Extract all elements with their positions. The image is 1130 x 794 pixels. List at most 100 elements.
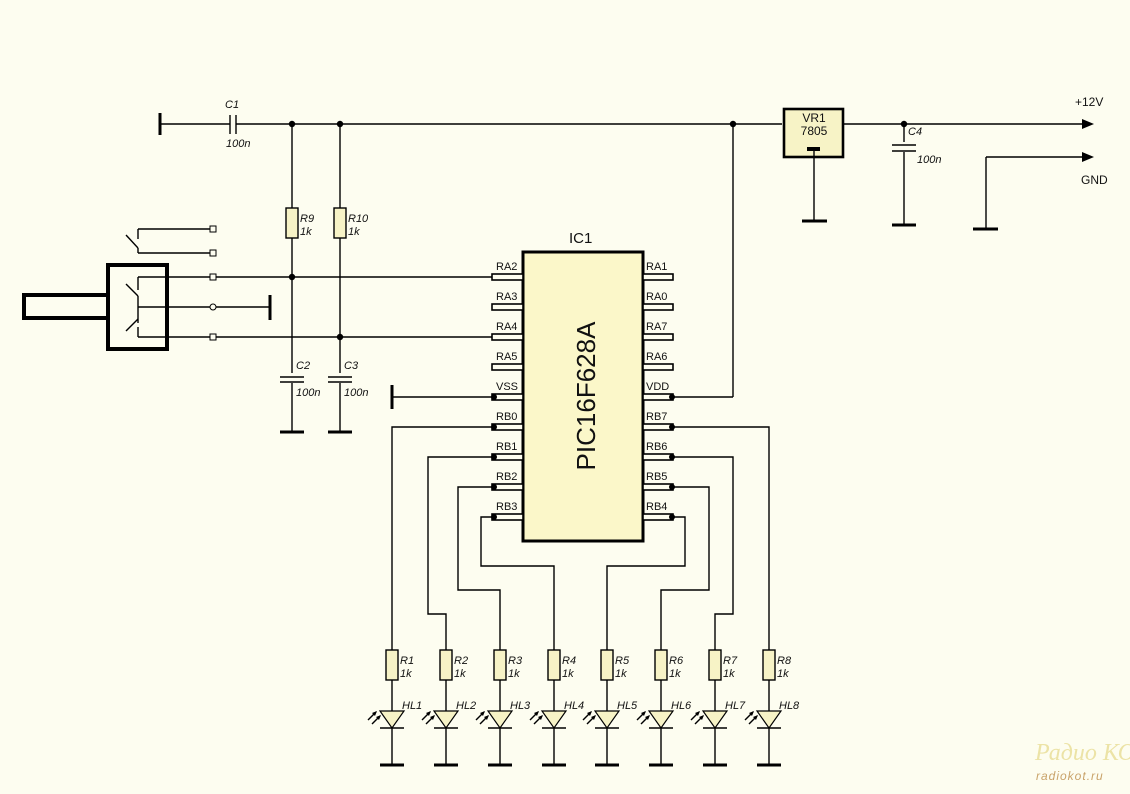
ic-pin-label: RB0	[496, 411, 517, 423]
led-ref: HL6	[671, 700, 692, 712]
c4-value: 100n	[917, 154, 941, 166]
light-arrowhead-icon	[641, 711, 646, 716]
led-hl1	[378, 710, 406, 730]
ic-pin-label: VDD	[646, 381, 669, 393]
resistor-value: 1k	[454, 668, 466, 680]
ic-pin-rb6	[642, 453, 674, 461]
light-arrowhead-icon	[484, 715, 489, 720]
led-ref: HL7	[725, 700, 746, 712]
ic-pin-ra0	[642, 303, 674, 311]
regulator-vr1: VR1 7805	[782, 107, 1082, 223]
c1-ref: C1	[225, 99, 239, 111]
light-arrowhead-icon	[591, 715, 596, 720]
capacitor-c3: C3 100n	[328, 360, 368, 434]
light-arrowhead-icon	[538, 715, 543, 720]
resistor-ref: R2	[454, 655, 468, 667]
pin-junction	[669, 424, 675, 430]
resistor-r8	[762, 649, 776, 681]
ic-pin-ra4	[491, 333, 524, 341]
ic-pin-label: RB1	[496, 441, 517, 453]
light-arrowhead-icon	[480, 711, 485, 716]
led-array: R11kHL1R21kHL2R31kHL3R41kHL4R51kHL5R61kH…	[367, 426, 800, 767]
resistor-value: 1k	[562, 668, 574, 680]
led-trace-2	[427, 456, 492, 650]
light-arrowhead-icon	[534, 711, 539, 716]
ic-pin-label: RA3	[496, 291, 517, 303]
led-ref: HL1	[402, 700, 422, 712]
resistor-ref: R5	[615, 655, 630, 667]
rotary-encoder	[22, 225, 497, 351]
resistor-value: 1k	[669, 668, 681, 680]
microcontroller-ic1: IC1 PIC16F628A RA2RA3RA4RA5VSSRB0RB1RB2R…	[491, 230, 675, 543]
c4-ref: C4	[908, 126, 922, 138]
resistor-ref: R3	[508, 655, 523, 667]
resistor-r1	[385, 649, 399, 681]
light-arrowhead-icon	[749, 711, 754, 716]
resistor-r2	[439, 649, 453, 681]
ic-pin-ra6	[642, 363, 674, 371]
ic-pin-label: RB4	[646, 501, 667, 513]
resistor-r10: R10 1k	[333, 124, 369, 432]
resistor-r3	[493, 649, 507, 681]
resistor-value: 1k	[508, 668, 520, 680]
led-trace-3	[457, 486, 501, 650]
led-ref: HL3	[510, 700, 531, 712]
light-arrowhead-icon	[587, 711, 592, 716]
ic-pin-label: RB3	[496, 501, 517, 513]
led-trace-4	[480, 516, 555, 650]
light-arrowhead-icon	[645, 715, 650, 720]
pin-junction	[669, 454, 675, 460]
light-arrowhead-icon	[372, 711, 377, 716]
vr1-value: 7805	[801, 124, 828, 138]
ic-pin-ra1	[642, 273, 674, 281]
led-ref: HL2	[456, 700, 476, 712]
led-hl7	[701, 710, 729, 730]
pin-junction	[669, 514, 675, 520]
ic-pin-label: RA5	[496, 351, 517, 363]
watermark: Радио КОТ radiokot.ru	[1034, 740, 1130, 783]
resistor-ref: R7	[723, 655, 738, 667]
c3-value: 100n	[344, 387, 368, 399]
light-arrowhead-icon	[430, 715, 435, 720]
light-arrowhead-icon	[695, 711, 700, 716]
pin-junction	[491, 484, 497, 490]
pin-junction	[491, 514, 497, 520]
resistor-ref: R6	[669, 655, 684, 667]
c2-value: 100n	[296, 387, 320, 399]
resistor-ref: R8	[777, 655, 792, 667]
ic-pin-ra3	[491, 303, 524, 311]
r10-ref: R10	[348, 213, 369, 225]
led-hl4	[540, 710, 568, 730]
vr1-ref: VR1	[802, 111, 826, 125]
ic-pin-ra7	[642, 333, 674, 341]
resistor-r7	[708, 649, 722, 681]
resistor-r4	[547, 649, 561, 681]
capacitor-c1: C1 100n	[225, 99, 250, 150]
resistor-value: 1k	[615, 668, 627, 680]
resistor-value: 1k	[777, 668, 789, 680]
led-ref: HL5	[617, 700, 638, 712]
gnd-label: GND	[1081, 173, 1108, 187]
ic-pin-label: RB7	[646, 411, 667, 423]
r9-value: 1k	[300, 226, 312, 238]
ic-part-number: PIC16F628A	[571, 321, 601, 471]
resistor-value: 1k	[723, 668, 735, 680]
ic-pin-label: RB5	[646, 471, 667, 483]
led-ref: HL4	[564, 700, 584, 712]
vss-ground	[390, 385, 492, 409]
c1-value: 100n	[226, 138, 250, 150]
ic-pin-ra5	[491, 363, 524, 371]
ic-pin-label: RA6	[646, 351, 667, 363]
watermark-title: Радио КОТ	[1034, 740, 1130, 766]
watermark-site: radiokot.ru	[1036, 769, 1104, 783]
ic-pin-label: RA2	[496, 261, 517, 273]
led-trace-7	[673, 456, 734, 650]
ic-pin-rb4	[642, 513, 674, 521]
r10-value: 1k	[348, 226, 360, 238]
resistor-value: 1k	[400, 668, 412, 680]
ic-ref: IC1	[569, 230, 592, 247]
capacitor-c4: C4 100n	[892, 124, 941, 227]
ic-pin-label: RA0	[646, 291, 667, 303]
